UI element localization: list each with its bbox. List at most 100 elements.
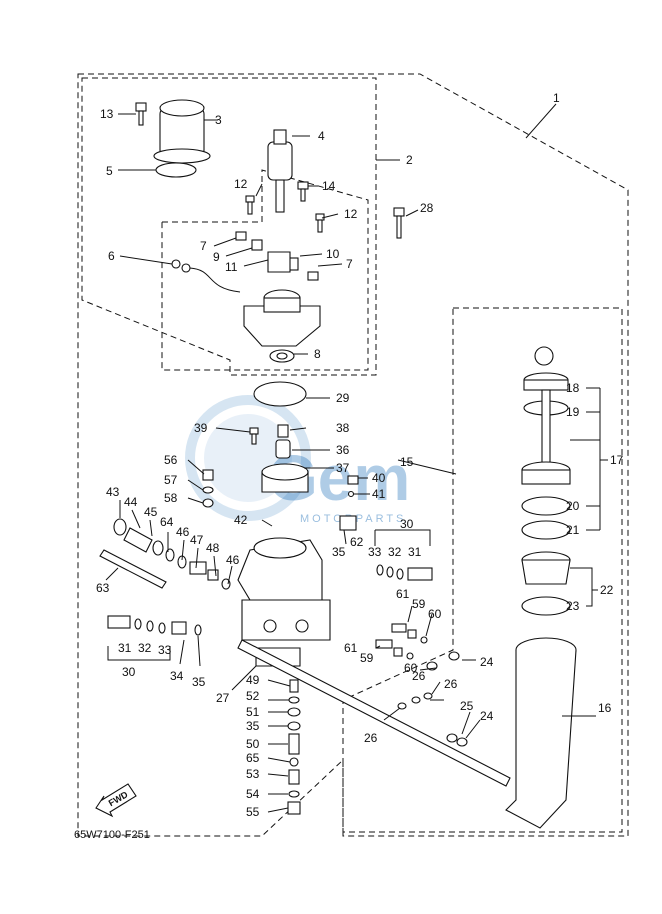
callout-33a: 33 — [368, 545, 382, 559]
o-ring-part-29 — [253, 381, 307, 407]
valve-parts-59-61 — [375, 623, 428, 660]
callout-47: 47 — [190, 533, 204, 547]
callout-26a: 26 — [412, 669, 426, 683]
callout-62: 62 — [350, 535, 364, 549]
callout-31b: 31 — [118, 641, 132, 655]
pump-part-4 — [267, 129, 293, 213]
callout-13: 13 — [100, 107, 114, 121]
callout-12a: 12 — [234, 177, 248, 191]
callout-55: 55 — [246, 805, 260, 819]
callout-37: 37 — [336, 461, 350, 475]
forward-arrow-icon: FWD — [95, 783, 137, 818]
callout-59a: 59 — [412, 597, 426, 611]
callout-64: 64 — [160, 515, 174, 529]
tube-part-27 — [237, 639, 511, 787]
bolt-part-13 — [135, 102, 147, 126]
callout-54: 54 — [246, 787, 260, 801]
callout-32b: 32 — [138, 641, 152, 655]
callout-34: 34 — [170, 669, 184, 683]
callout-12b: 12 — [344, 207, 358, 221]
callout-9: 9 — [213, 250, 220, 264]
callout-42: 42 — [234, 513, 248, 527]
callout-65: 65 — [246, 751, 260, 765]
callout-25: 25 — [460, 699, 474, 713]
callout-60a: 60 — [428, 607, 442, 621]
callout-24b: 24 — [480, 709, 494, 723]
callout-61b: 61 — [344, 641, 358, 655]
callout-6: 6 — [108, 249, 115, 263]
o-rings-24-26 — [397, 651, 468, 747]
callout-27: 27 — [216, 691, 230, 705]
callout-29: 29 — [336, 391, 350, 405]
callout-15: 15 — [400, 455, 414, 469]
callout-7b: 7 — [346, 257, 353, 271]
callout-numbers: 1 2 3 4 5 6 7 7 8 9 10 11 12 12 13 14 15… — [96, 91, 624, 819]
callout-57: 57 — [164, 473, 178, 487]
callout-26b: 26 — [444, 677, 458, 691]
callout-46b: 46 — [226, 553, 240, 567]
seal-part-8 — [269, 349, 295, 363]
right-fittings-30-33 — [376, 564, 433, 581]
callout-23: 23 — [566, 599, 580, 613]
callout-36: 36 — [336, 443, 350, 457]
callout-51: 51 — [246, 705, 260, 719]
callout-43: 43 — [106, 485, 120, 499]
assembly-boundary-1 — [77, 73, 629, 837]
callout-52: 52 — [246, 689, 260, 703]
callout-58: 58 — [164, 491, 178, 505]
bottom-stack-49-65 — [287, 679, 301, 815]
callout-19: 19 — [566, 405, 580, 419]
callout-30a: 30 — [400, 517, 414, 531]
callout-48: 48 — [206, 541, 220, 555]
callout-16: 16 — [598, 701, 612, 715]
callout-40: 40 — [372, 471, 386, 485]
motor-inner-boundary — [161, 169, 369, 371]
callout-49: 49 — [246, 673, 260, 687]
callout-63: 63 — [96, 581, 110, 595]
callout-50: 50 — [246, 737, 260, 751]
block-part-9 — [251, 239, 263, 251]
motor-assembly-boundary-2 — [81, 77, 377, 376]
spring-part-7a — [235, 231, 247, 241]
motor-part-3 — [153, 99, 211, 164]
bracket-part-11 — [267, 251, 291, 273]
bolt-part-28 — [393, 207, 405, 239]
callout-20: 20 — [566, 499, 580, 513]
fitting-part-62 — [339, 515, 357, 531]
callout-22: 22 — [600, 583, 614, 597]
o-ring-part-5 — [155, 162, 197, 178]
bolt-part-14 — [297, 181, 309, 202]
valve-parts-56-58 — [202, 469, 214, 508]
spring-part-7b — [307, 271, 319, 281]
motor-base — [243, 289, 321, 347]
callout-33b: 33 — [158, 643, 172, 657]
callout-11: 11 — [225, 260, 238, 274]
o-ring-part-23 — [521, 596, 571, 616]
lead-wire-part-6 — [171, 259, 241, 293]
callout-10: 10 — [326, 247, 340, 261]
callout-35b: 35 — [192, 675, 206, 689]
tie-rod-part-63 — [99, 549, 167, 589]
o-ring-part-20 — [521, 496, 571, 516]
callout-39: 39 — [194, 421, 208, 435]
callout-41: 41 — [372, 487, 386, 501]
callout-35a: 35 — [332, 545, 346, 559]
leader-lines — [105, 103, 608, 813]
callout-21: 21 — [566, 523, 580, 537]
callout-61a: 61 — [396, 587, 410, 601]
callout-53: 53 — [246, 767, 260, 781]
callout-7a: 7 — [200, 239, 207, 253]
valve-parts-36-41 — [249, 424, 359, 498]
callout-5: 5 — [106, 164, 113, 178]
callout-3: 3 — [215, 113, 222, 127]
callout-28: 28 — [420, 201, 434, 215]
callout-17: 17 — [610, 453, 624, 467]
callout-14: 14 — [322, 179, 336, 193]
bolt-part-12b — [315, 213, 325, 233]
bolt-part-12a — [245, 195, 255, 215]
left-fittings-43-48 — [113, 518, 231, 590]
callout-44: 44 — [124, 495, 138, 509]
manifold-body — [237, 537, 331, 667]
piston-rod-part-17 — [521, 346, 571, 485]
